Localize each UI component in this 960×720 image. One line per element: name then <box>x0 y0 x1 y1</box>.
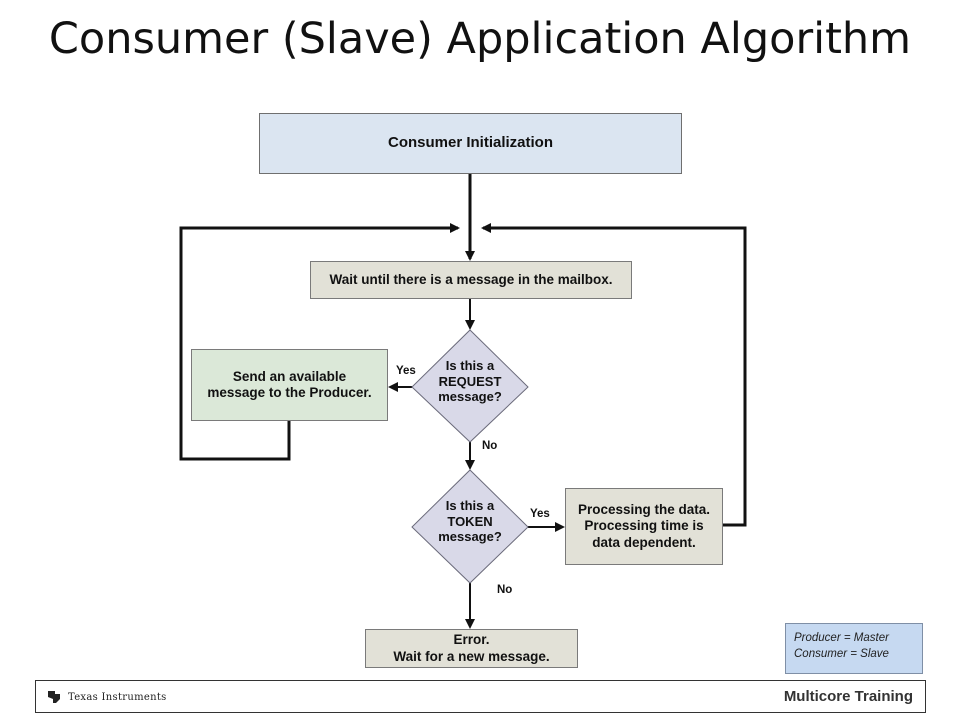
loop-process-back <box>481 223 747 527</box>
token-no-label: No <box>497 584 513 596</box>
legend-line-1: Producer = Master <box>794 632 889 644</box>
init-label: Consumer Initialization <box>387 134 553 152</box>
process-line-2: Processing time is <box>584 518 704 534</box>
footer-bar: Texas Instruments Multicore Training <box>35 680 926 713</box>
process-line-1: Processing the data. <box>577 501 711 517</box>
request-line-2: REQUEST <box>438 373 502 389</box>
token-question: Is this a TOKEN message? <box>420 498 520 545</box>
token-line-2: TOKEN <box>447 513 493 529</box>
ti-state-icon <box>48 691 60 703</box>
processing-box: Processing the data. Processing time is … <box>565 488 723 565</box>
token-diamond <box>411 469 529 584</box>
send-line-2: message to the Producer. <box>207 385 372 400</box>
process-line-3: data dependent. <box>592 534 696 550</box>
request-diamond <box>411 329 529 443</box>
consumer-initialization-box: Consumer Initialization <box>259 113 682 174</box>
request-question: Is this a REQUEST message? <box>420 358 520 405</box>
token-line-3: message? <box>438 529 502 545</box>
wait-label: Wait until there is a message in the mai… <box>329 271 613 287</box>
legend-line-2: Consumer = Slave <box>794 648 889 661</box>
request-line-3: message? <box>438 389 502 405</box>
token-line-1: Is this a <box>445 498 495 513</box>
ti-logo-text: Texas Instruments <box>68 691 167 703</box>
request-yes-label: Yes <box>396 365 416 377</box>
token-yes-label: Yes <box>530 508 550 520</box>
legend-box: Producer = Master Consumer = Slave <box>785 623 923 674</box>
error-box: Error. Wait for a new message. <box>365 629 578 668</box>
send-message-box: Send an available message to the Produce… <box>191 349 388 421</box>
slide-title: Consumer (Slave) Application Algorithm <box>48 14 912 64</box>
send-line-1: Send an available <box>232 368 347 384</box>
error-line-1: Error. <box>453 632 490 648</box>
ti-logo: Texas Instruments <box>46 689 167 705</box>
wait-mailbox-box: Wait until there is a message in the mai… <box>310 261 632 299</box>
error-line-2: Wait for a new message. <box>393 648 550 664</box>
loop-send-back <box>179 223 460 461</box>
request-line-1: Is this a <box>445 358 495 373</box>
request-no-label: No <box>482 440 498 452</box>
multicore-training-label: Multicore Training <box>783 688 913 705</box>
